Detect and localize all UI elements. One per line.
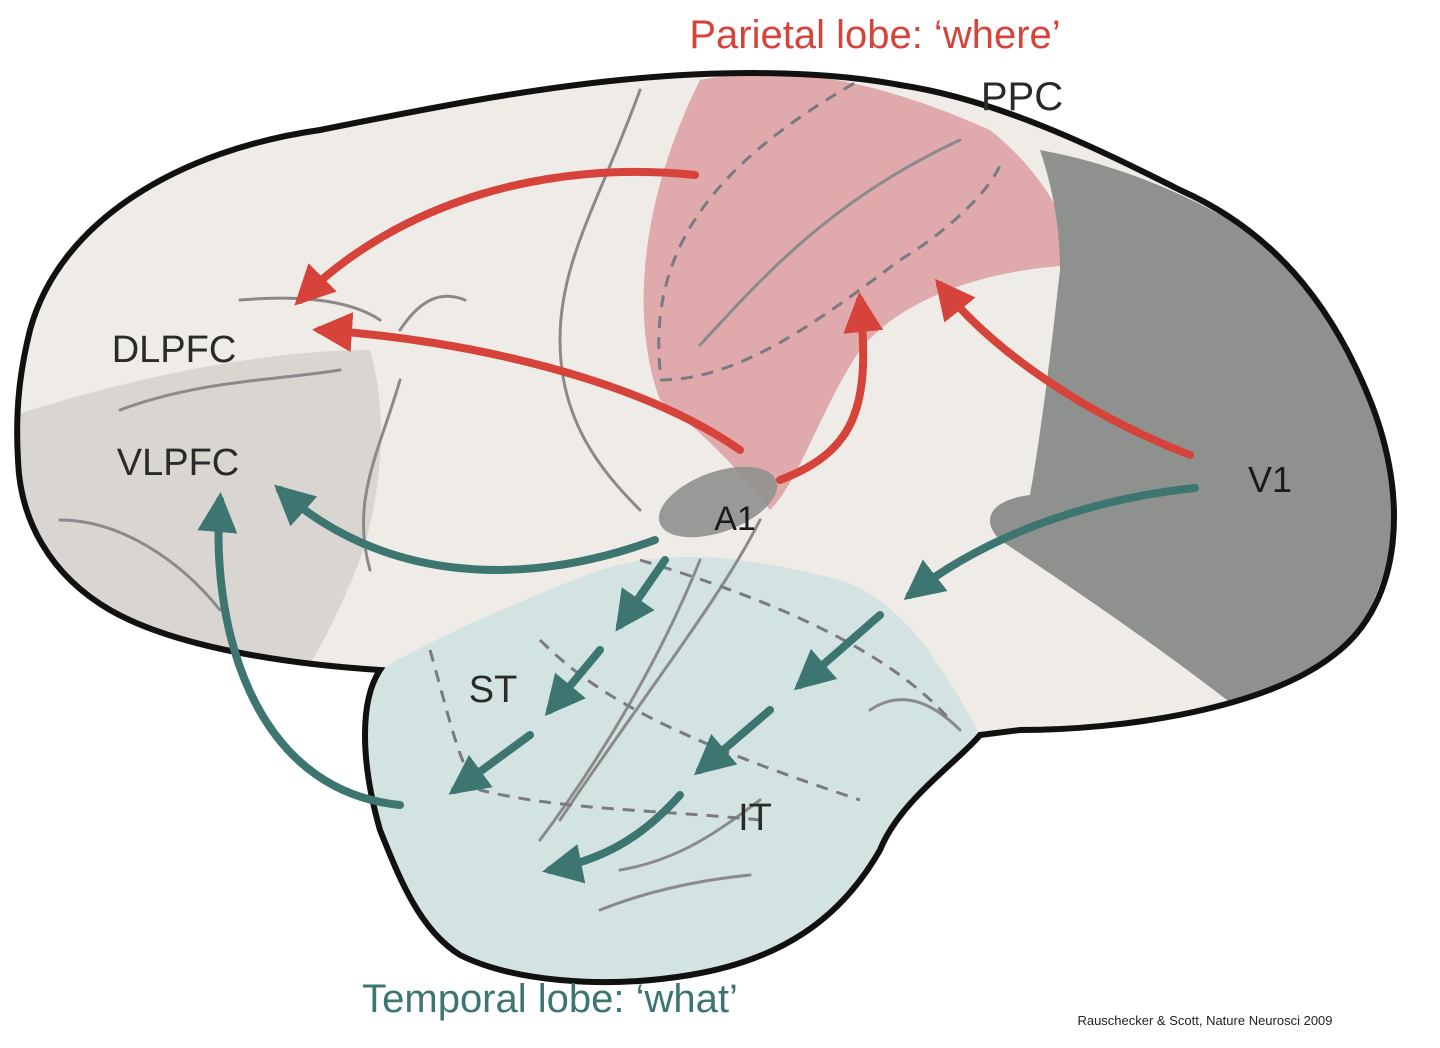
ppc-boundary xyxy=(657,78,861,371)
sulcus-line xyxy=(698,138,962,347)
st-boundary xyxy=(639,558,952,721)
st-boundary xyxy=(428,649,761,822)
where-arrow-a1-to-ppc xyxy=(776,292,884,484)
v1-label: V1 xyxy=(1248,459,1292,500)
sulcus-line xyxy=(598,873,752,912)
what-arrow-it-2 xyxy=(693,706,774,776)
sulcus-line xyxy=(618,798,762,872)
where-arrow-v1-to-ppc xyxy=(934,278,1194,459)
what-arrow-st-1 xyxy=(544,646,604,717)
what-arrow-v1-to-it xyxy=(903,484,1199,600)
what-arrow-a1-to-vlpfc xyxy=(274,484,659,574)
citation: Rauschecker & Scott, Nature Neurosci 200… xyxy=(1077,1013,1332,1028)
temporal-title: Temporal lobe: ‘what’ xyxy=(362,977,738,1021)
ppc-boundary xyxy=(659,164,1002,382)
st-label: ST xyxy=(469,669,518,711)
what-arrow-it-3 xyxy=(542,791,684,884)
where-arrow-ppc-to-dlpfc xyxy=(294,167,699,306)
what-arrow-temporal-to-vlpfc xyxy=(197,492,404,809)
what-arrow-a1-to-st xyxy=(615,556,669,632)
occipital-region xyxy=(990,150,1394,710)
parietal-title: Parietal lobe: ‘where’ xyxy=(689,13,1060,57)
what-arrow-it-1 xyxy=(793,611,884,691)
vlpfc-label: VLPFC xyxy=(117,442,239,484)
sulcus-line xyxy=(58,518,222,612)
sulcus-line xyxy=(538,558,702,842)
sulcus-line xyxy=(868,698,962,732)
sulcus-line xyxy=(118,368,342,412)
where-arrow-a1-to-dlpfc xyxy=(312,312,744,454)
sulcus-line xyxy=(558,518,762,822)
brain-contour xyxy=(14,70,1397,986)
dlpfc-label: DLPFC xyxy=(112,329,237,371)
a1-label: A1 xyxy=(714,500,756,538)
a1-region xyxy=(658,466,778,538)
it-label: IT xyxy=(738,797,772,839)
sulcus-line xyxy=(398,294,467,332)
what-arrow-st-2 xyxy=(448,731,534,795)
ppc-label: PPC xyxy=(981,75,1063,119)
